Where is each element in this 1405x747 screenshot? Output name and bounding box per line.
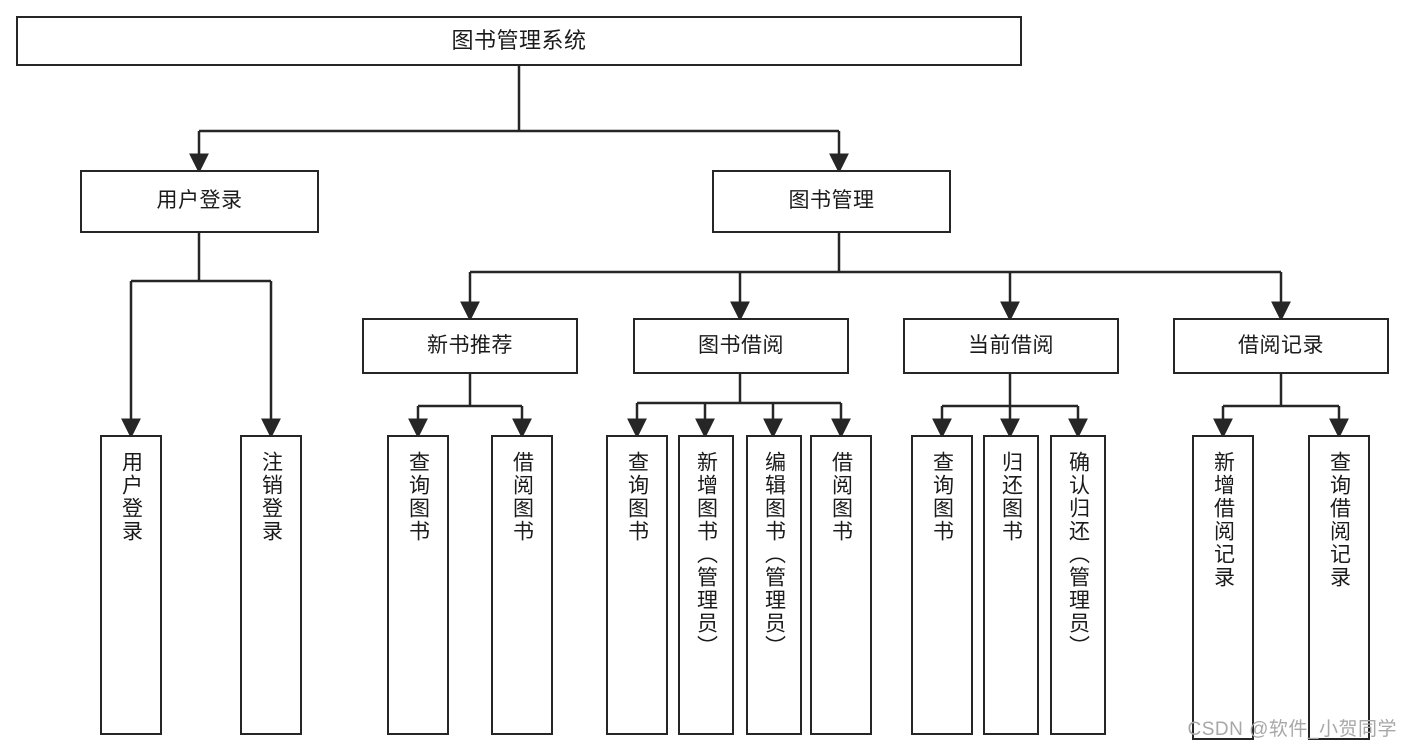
node-book-borrow[interactable]: 图书借阅	[633, 318, 849, 374]
leaf-current-borrow-query[interactable]: 查询图书	[911, 435, 973, 735]
node-new-book-recommend-label: 新书推荐	[427, 333, 513, 357]
leaf-book-borrow-borrow[interactable]: 借阅图书	[810, 435, 872, 735]
node-root-system-label: 图书管理系统	[451, 28, 587, 54]
leaf-user-login-login-label: 用户登录	[119, 451, 143, 543]
leaf-book-borrow-add-label: 新增图书（管理员）	[694, 451, 718, 658]
leaf-book-borrow-borrow-label: 借阅图书	[829, 451, 853, 543]
node-borrow-record[interactable]: 借阅记录	[1173, 318, 1389, 374]
leaf-book-borrow-query[interactable]: 查询图书	[606, 435, 668, 735]
leaf-borrow-record-add[interactable]: 新增借阅记录	[1192, 435, 1254, 740]
node-current-borrow-label: 当前借阅	[968, 333, 1054, 357]
leaf-book-borrow-query-label: 查询图书	[625, 451, 649, 543]
leaf-borrow-record-query-label: 查询借阅记录	[1327, 451, 1351, 589]
leaf-new-book-query-label: 查询图书	[406, 451, 430, 543]
node-current-borrow[interactable]: 当前借阅	[903, 318, 1119, 374]
node-borrow-record-label: 借阅记录	[1238, 333, 1324, 357]
leaf-book-borrow-edit-label: 编辑图书（管理员）	[762, 451, 786, 658]
leaf-current-borrow-return-label: 归还图书	[999, 451, 1023, 543]
node-user-login-label: 用户登录	[156, 189, 243, 213]
leaf-new-book-query[interactable]: 查询图书	[387, 435, 449, 735]
leaf-new-book-borrow-label: 借阅图书	[510, 451, 534, 543]
leaf-book-borrow-add[interactable]: 新增图书（管理员）	[678, 435, 734, 735]
node-book-borrow-label: 图书借阅	[698, 333, 784, 357]
leaf-user-login-logout[interactable]: 注销登录	[240, 435, 302, 735]
leaf-new-book-borrow[interactable]: 借阅图书	[491, 435, 553, 735]
leaf-current-borrow-confirm-label: 确认归还（管理员）	[1066, 451, 1090, 658]
watermark-text: CSDN @软件_小贺同学	[1187, 719, 1397, 740]
leaf-book-borrow-edit[interactable]: 编辑图书（管理员）	[746, 435, 802, 735]
node-root-system[interactable]: 图书管理系统	[16, 16, 1022, 66]
node-new-book-recommend[interactable]: 新书推荐	[362, 318, 578, 374]
node-book-manage-label: 图书管理	[788, 189, 875, 213]
leaf-borrow-record-query[interactable]: 查询借阅记录	[1308, 435, 1370, 740]
leaf-current-borrow-query-label: 查询图书	[930, 451, 954, 543]
leaf-borrow-record-add-label: 新增借阅记录	[1211, 451, 1235, 589]
leaf-user-login-logout-label: 注销登录	[259, 451, 283, 543]
node-user-login[interactable]: 用户登录	[80, 170, 319, 233]
leaf-current-borrow-return[interactable]: 归还图书	[983, 435, 1039, 735]
leaf-current-borrow-confirm[interactable]: 确认归还（管理员）	[1050, 435, 1106, 735]
node-book-manage[interactable]: 图书管理	[712, 170, 951, 233]
leaf-user-login-login[interactable]: 用户登录	[100, 435, 162, 735]
